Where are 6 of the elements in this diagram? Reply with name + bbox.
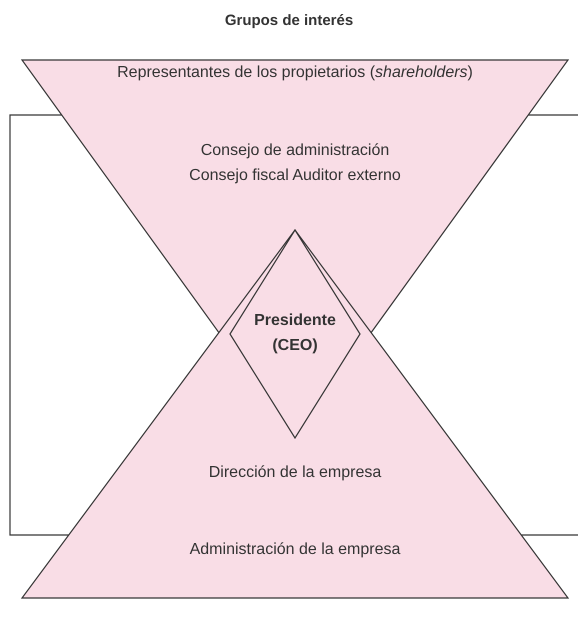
- group-label: Consejo de administración Consejo fiscal Auditor externo: [188, 141, 402, 186]
- diagram-title: Grupos de interés: [224, 11, 354, 31]
- group-label: Representantes de los propietarios (shareholders): [116, 63, 474, 83]
- group-label: Administración de la empresa: [188, 540, 402, 560]
- role-label: Presidente (CEO): [253, 311, 337, 356]
- group-label: Dirección de la empresa: [208, 463, 382, 483]
